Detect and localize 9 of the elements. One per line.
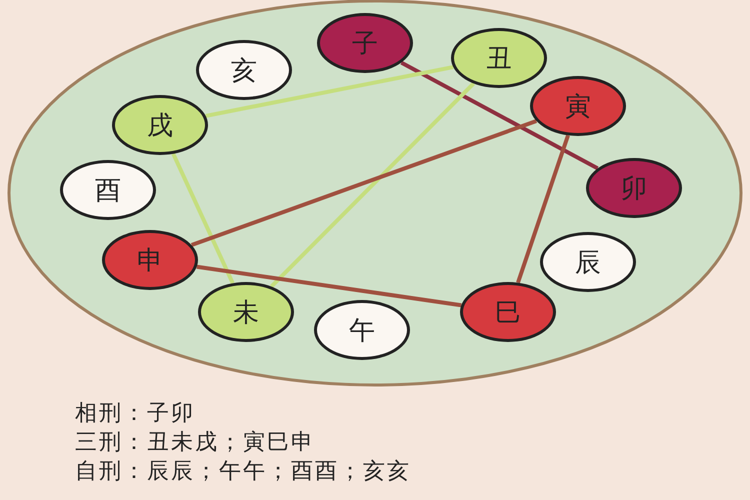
connector-line (516, 134, 570, 284)
legend-note: 相刑：子卯 (75, 400, 195, 428)
connector-line (196, 264, 462, 308)
connector-line (171, 153, 235, 284)
legend-note: 自刑：辰辰；午午；酉酉；亥亥 (75, 458, 411, 486)
legend-note: 三刑：丑未戌；寅巳申 (75, 429, 315, 457)
connector-line (270, 82, 476, 288)
connector-line (190, 119, 538, 247)
connector-line (205, 65, 454, 118)
